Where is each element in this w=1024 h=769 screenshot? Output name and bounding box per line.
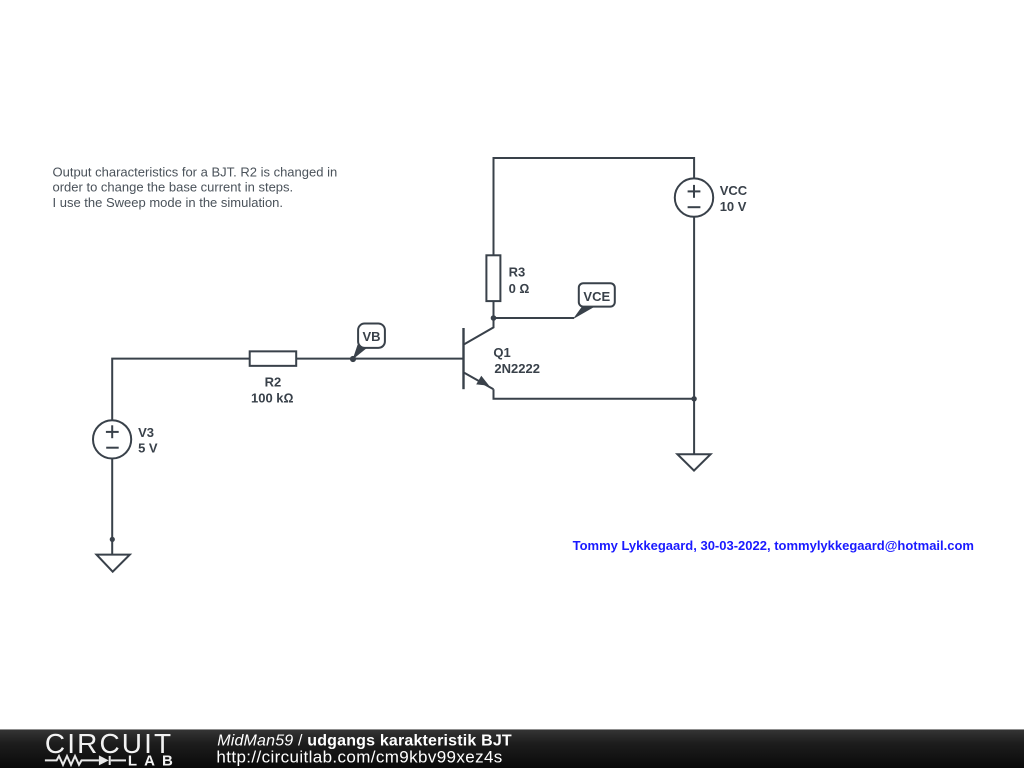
svg-text:5 V: 5 V bbox=[138, 440, 158, 455]
svg-text:0 Ω: 0 Ω bbox=[509, 281, 530, 296]
svg-text:MidMan59 / udgangs karakterist: MidMan59 / udgangs karakteristik BJT bbox=[217, 732, 512, 749]
svg-text:order to change the base curre: order to change the base current in step… bbox=[53, 180, 294, 195]
svg-text:LAB: LAB bbox=[128, 753, 173, 769]
svg-text:VCE: VCE bbox=[583, 289, 610, 304]
svg-text:Tommy Lykkegaard, 30-03-2022,: Tommy Lykkegaard, 30-03-2022, tommylykke… bbox=[573, 538, 974, 553]
svg-text:R3: R3 bbox=[509, 264, 526, 279]
svg-text:http://circuitlab.com/cm9kbv99: http://circuitlab.com/cm9kbv99xez4s bbox=[216, 748, 502, 767]
svg-text:I use the Sweep mode in the si: I use the Sweep mode in the simulation. bbox=[53, 195, 284, 210]
svg-text:Output characteristics for a B: Output characteristics for a BJT. R2 is … bbox=[53, 164, 338, 179]
svg-text:2N2222: 2N2222 bbox=[494, 361, 540, 376]
svg-text:R2: R2 bbox=[265, 375, 282, 390]
svg-text:VB: VB bbox=[362, 329, 380, 344]
svg-text:10 V: 10 V bbox=[720, 199, 747, 214]
svg-text:VCC: VCC bbox=[720, 183, 748, 198]
svg-text:V3: V3 bbox=[138, 425, 154, 440]
svg-text:Q1: Q1 bbox=[493, 345, 510, 360]
svg-text:100 kΩ: 100 kΩ bbox=[251, 391, 294, 406]
